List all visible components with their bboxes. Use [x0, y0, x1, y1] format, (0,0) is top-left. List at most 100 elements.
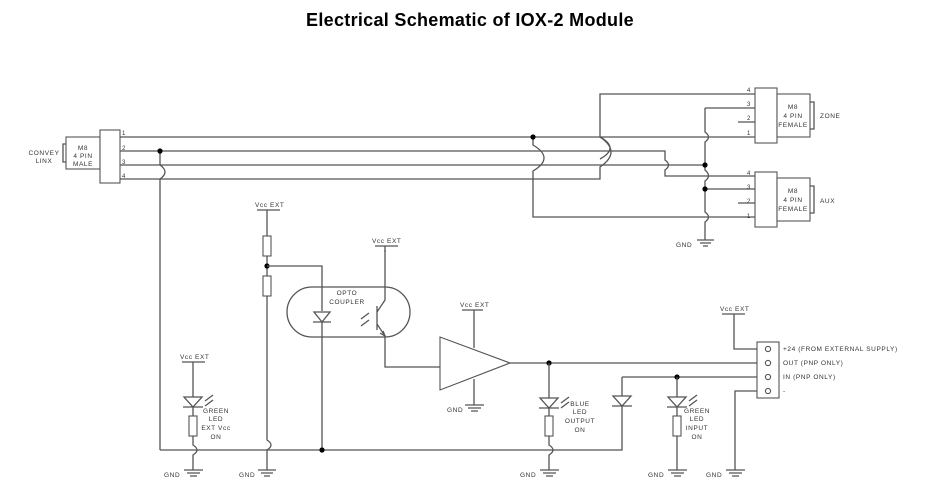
aux-connector: M8 4 PIN FEMALE AUX 4 3 2 1 [747, 171, 835, 228]
resistor-icon [262, 275, 272, 297]
schematic-label: 4 PIN [783, 113, 802, 120]
schematic-label: OUTPUT [565, 418, 595, 425]
schematic-label: LED [573, 409, 587, 416]
wire-pin2 [120, 150, 755, 177]
schematic-label: FEMALE [778, 122, 808, 129]
resistor-icon [544, 415, 554, 437]
schematic-wire [266, 296, 272, 462]
convey-body-line: M8 [78, 145, 88, 152]
schematic-wire [182, 361, 205, 397]
convey-linx-connector: M8 4 PIN MALE CONVEY LINX 1 2 3 4 [28, 129, 126, 184]
led-icon [538, 397, 560, 409]
ground-icon [697, 239, 714, 247]
wire-common-bus [160, 405, 623, 451]
terminal-block-body [756, 341, 780, 399]
schematic-wire [548, 436, 554, 470]
terminal-label: IN (PNP ONLY) [783, 374, 836, 381]
wire-to-zone-pin4 [533, 93, 755, 180]
light-arrows-icon [360, 312, 370, 327]
schematic-wire [257, 209, 280, 236]
schematic-label: OPTO [337, 290, 358, 297]
schematic-label: Vcc EXT [460, 302, 489, 309]
schematic-label: M8 [788, 188, 798, 195]
schematic-wire [688, 394, 698, 407]
junction-dot [702, 186, 708, 192]
schematic-wire [560, 396, 570, 409]
schematic-wire [722, 313, 760, 350]
gnd-label: GND [676, 242, 692, 249]
schematic-wire [462, 309, 483, 348]
amplifier: Vcc EXT GND [439, 302, 760, 414]
schematic-wire [379, 330, 387, 338]
schematic-label: ON [575, 427, 586, 434]
page-title: Electrical Schematic of IOX-2 Module [306, 10, 634, 30]
terminal-icon [764, 345, 772, 353]
ground-icon [726, 469, 745, 477]
schematic-label: ON [211, 434, 222, 441]
vcc-label: Vcc EXT [255, 202, 284, 209]
ground-icon [540, 469, 559, 477]
convey-label: LINX [36, 158, 53, 165]
wire-gnd-drop-left [159, 151, 166, 450]
schematic-wire [204, 394, 214, 407]
schematic-label: FEMALE [778, 206, 808, 213]
diode-icon [611, 395, 633, 407]
schematic-label: BLUE [570, 401, 589, 408]
terminal-block: Vcc EXT GND +24 (FROM EXTERNAL SUPPLY) O… [706, 306, 898, 479]
ground-icon [668, 469, 687, 477]
convey-pin-number: 2 [122, 146, 126, 152]
schematic-wire [734, 390, 760, 470]
schematic-wire [62, 143, 66, 163]
terminal-icon [764, 359, 772, 367]
schematic-label: GREEN [684, 408, 710, 415]
blue-led-output: GND BLUE LED OUTPUT ON [520, 363, 595, 479]
junction-dot [702, 162, 708, 168]
opto-coupler: OPTO COUPLER Vcc EXT [286, 238, 440, 450]
schematic-label: GND [164, 472, 180, 479]
terminal-icon [764, 373, 772, 381]
schematic-wire [192, 436, 198, 470]
ground-icon [465, 404, 484, 412]
schematic-label: 3 [747, 102, 751, 108]
terminal-label: - [783, 388, 786, 395]
schematic-label: 2 [747, 199, 751, 205]
resistor-icon [672, 415, 682, 437]
terminal-label: +24 (FROM EXTERNAL SUPPLY) [783, 346, 898, 353]
resistor-icon [262, 235, 272, 257]
zone-connector-body [776, 93, 811, 138]
schematic-label: 4 [747, 88, 751, 94]
schematic-label: EXT Vcc [201, 425, 231, 432]
schematic-label: LED [690, 416, 704, 423]
green-led-ext-vcc: Vcc EXT GND GREEN LED EXT Vcc ON [164, 354, 231, 479]
schematic-wire [267, 265, 323, 311]
convey-body-line: 4 PIN [73, 153, 92, 160]
schematic-label: 1 [747, 131, 751, 137]
ground-icon [258, 469, 276, 477]
zone-connector: M8 4 PIN FEMALE ZONE 4 3 2 1 [747, 87, 840, 144]
schematic-label: 4 PIN [783, 197, 802, 204]
schematic-label: GND [648, 472, 664, 479]
schematic-wire [375, 245, 398, 252]
resistor-icon [188, 415, 198, 437]
schematic-label: GREEN [203, 408, 229, 415]
schematic-label: Vcc EXT [180, 354, 209, 361]
led-icon [666, 396, 688, 408]
phototransistor-icon [376, 250, 440, 368]
schematic-wire [810, 101, 815, 130]
junction-dot [530, 134, 536, 140]
schematic-label: Vcc EXT [720, 306, 749, 313]
right-gnd-bus: GND [676, 107, 755, 249]
aux-label: AUX [820, 198, 835, 205]
schematic-label: 1 [747, 214, 751, 220]
bus-wires [120, 93, 755, 218]
schematic-label: GND [239, 472, 255, 479]
wire-to-aux-pin1 [532, 137, 755, 218]
schematic-label: 3 [747, 185, 751, 191]
schematic-label: 4 [747, 171, 751, 177]
terminal-icon [764, 387, 772, 395]
schematic-label: M8 [788, 104, 798, 111]
schematic-label: GND [447, 407, 463, 414]
convey-pin-number: 3 [122, 160, 126, 166]
ground-icon [184, 469, 203, 477]
